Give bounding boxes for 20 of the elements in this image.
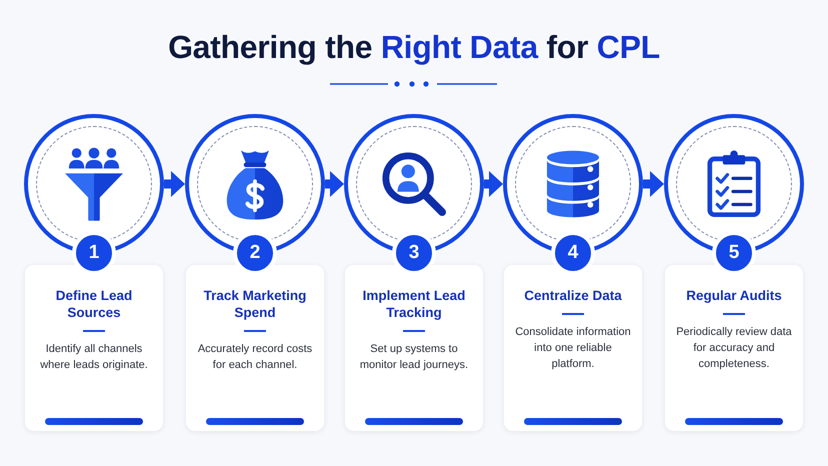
diagram-title: Gathering the Right Data for CPL	[168, 28, 660, 67]
step-description: Accurately record costs for each channel.	[196, 342, 314, 373]
step-title: Implement Lead Tracking	[362, 287, 466, 321]
arrow	[643, 171, 664, 197]
step-title: Track Marketing Spend	[202, 287, 308, 321]
step-card	[504, 265, 642, 431]
step-description: Identify all channels where leads originate.	[39, 342, 149, 373]
step-card	[186, 265, 324, 431]
step-description: Set up systems to monitor lead journeys.	[358, 342, 470, 373]
arrow	[484, 171, 503, 197]
step-title: Define Lead Sources	[54, 287, 134, 321]
step-card	[665, 265, 803, 431]
step-card	[25, 265, 163, 431]
step-title: Centralize Data	[524, 287, 622, 304]
step-description: Periodically review data for accuracy and completeness.	[675, 325, 793, 372]
arrow	[164, 171, 185, 197]
step-card	[345, 265, 483, 431]
arrow	[325, 171, 344, 197]
step-description: Consolidate information into one reliable platform.	[514, 325, 632, 372]
step-title: Regular Audits	[686, 287, 782, 304]
